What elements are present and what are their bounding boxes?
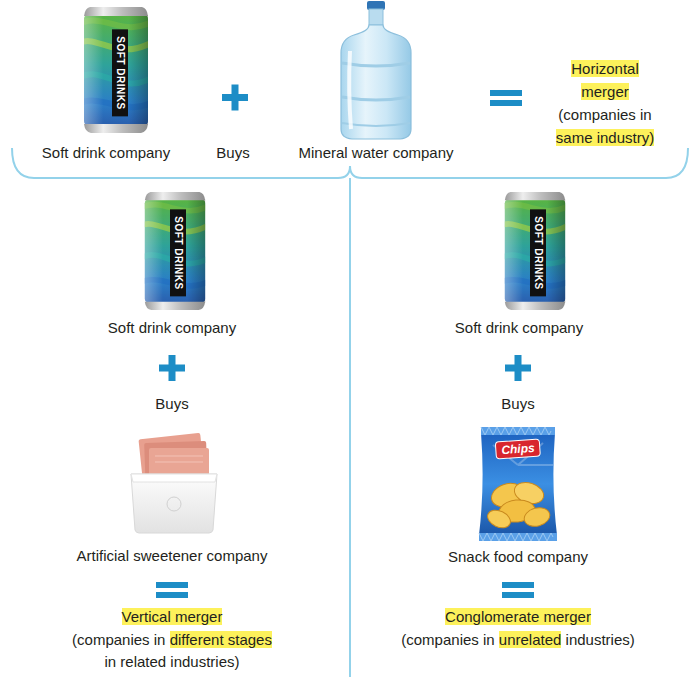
company-caption: Soft drink company (103, 319, 242, 337)
can-label: SOFT DRINKS (170, 210, 186, 297)
illustration-holder (72, 428, 273, 547)
text-run: (companies in (72, 631, 170, 648)
illustration (127, 428, 221, 534)
company-item: Artificial sweetener company (72, 428, 273, 565)
highlighted-text: different stages (170, 631, 272, 648)
highlighted-text: merger (581, 83, 629, 100)
illustration-art (76, 7, 156, 133)
plus-sign (222, 85, 248, 111)
equals-sign (502, 582, 534, 598)
merger-definition: Conglomerate merger (companies in unrela… (401, 606, 634, 651)
text-run: in related industries) (104, 653, 239, 670)
illustration-holder: Chips (443, 425, 594, 548)
company-caption: Soft drink company (450, 319, 589, 337)
text-run: Buys (155, 395, 188, 412)
divider-line (349, 178, 351, 677)
illustration-art (479, 427, 557, 541)
company-caption: Mineral water company (293, 144, 459, 162)
verb-label: Buys (501, 395, 534, 413)
company-item: SOFT DRINKS Soft drink company (103, 190, 242, 337)
illustration-holder: SOFT DRINKS (103, 190, 242, 319)
plus-sign (505, 355, 531, 381)
highlighted-text: Conglomerate merger (445, 608, 591, 625)
company-item: ChipsSnack food company (443, 425, 594, 566)
equals-sign (156, 582, 188, 598)
merger-definition: Vertical merger (companies in different … (72, 606, 272, 674)
illustration-holder: SOFT DRINKS (450, 190, 589, 319)
verb-label: Buys (216, 144, 249, 162)
text-run: (companies in (401, 631, 499, 648)
plus-sign (159, 355, 185, 381)
highlighted-text: Vertical merger (122, 608, 223, 625)
illustration-art (131, 433, 217, 533)
text-run: (companies in (558, 106, 651, 123)
illustration (338, 1, 414, 141)
merger-definition: Horizontal merger (companies in same ind… (556, 57, 654, 149)
verb-label: Buys (155, 395, 188, 413)
can-label: SOFT DRINKS (112, 29, 128, 116)
illustration-holder: SOFT DRINKS (37, 5, 176, 144)
illustration-art (497, 192, 572, 310)
company-item: SOFT DRINKS Soft drink company (450, 190, 589, 337)
illustration-art (341, 1, 411, 139)
company-caption: Soft drink company (37, 144, 176, 162)
company-caption: Snack food company (443, 548, 594, 566)
equals-sign (490, 90, 522, 106)
text-run: industries) (561, 631, 634, 648)
company-caption: Artificial sweetener company (72, 547, 273, 565)
company-item: Mineral water company (293, 1, 459, 162)
can-label: SOFT DRINKS (530, 210, 546, 297)
brand-badge: Chips (495, 438, 541, 459)
highlighted-text: unrelated (499, 631, 562, 648)
text-run: Buys (501, 395, 534, 412)
highlighted-text: same industry) (556, 129, 654, 146)
illustration-art (137, 192, 212, 310)
highlighted-text: Horizontal (571, 60, 639, 77)
illustration-holder (293, 1, 459, 144)
company-item: SOFT DRINKS Soft drink company (37, 5, 176, 162)
text-run: Buys (216, 144, 249, 161)
